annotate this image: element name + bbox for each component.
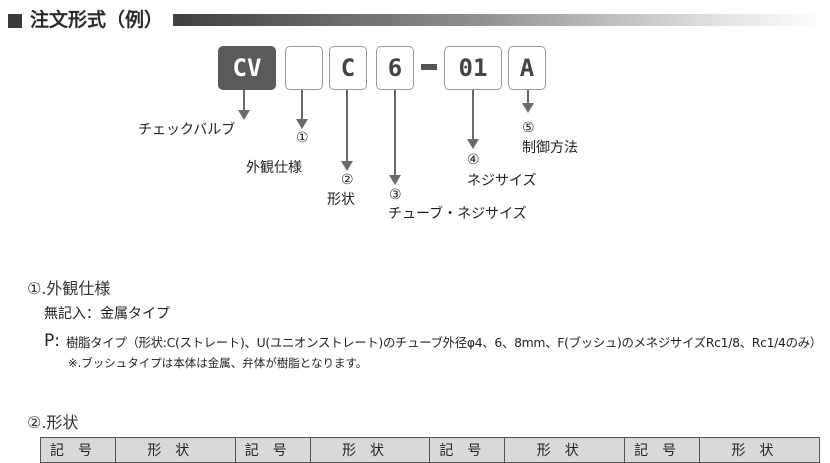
section-shape-title: ②.形状 <box>27 413 79 432</box>
table-header-code: 記号 <box>429 437 506 463</box>
label-shape: 形状 <box>327 192 355 208</box>
code-box-control: A <box>508 46 546 90</box>
table-header-shape: 形状 <box>699 437 820 463</box>
code-box-cv: CV <box>218 46 276 90</box>
table-header-code: 記号 <box>234 437 311 463</box>
label-control-method: 制御方法 <box>522 140 578 156</box>
appearance-metal-line: 無記入：金属タイプ <box>44 306 170 322</box>
label-number-4: ④ <box>467 152 480 168</box>
header-square-icon <box>8 14 22 28</box>
section-appearance-title: ①.外観仕様 <box>27 279 111 298</box>
table-header-code: 記号 <box>624 437 701 463</box>
shape-table: 記号 形状 記号 形状 記号 形状 記号 形状 <box>40 437 820 463</box>
appearance-note: ※.ブッシュタイプは本体は金属、弁体が樹脂となります。 <box>68 356 368 370</box>
table-header-shape: 形状 <box>114 437 236 463</box>
code-box-shape: C <box>329 46 367 90</box>
label-number-2: ② <box>341 172 354 188</box>
table-header-shape: 形状 <box>309 437 431 463</box>
label-thread-size: ネジサイズ <box>467 173 537 189</box>
appearance-resin-line: 樹脂タイプ（形状:C(ストレート)、U(ユニオンストレート)のチューブ外径φ4、… <box>66 335 822 350</box>
code-box-appearance <box>285 46 323 90</box>
table-header-code: 記号 <box>40 437 116 463</box>
label-number-1: ① <box>296 130 309 146</box>
label-number-3: ③ <box>389 187 402 203</box>
page-title: 注文形式（例） <box>30 9 164 31</box>
header-gradient-bar <box>173 14 821 26</box>
code-separator-dash <box>421 64 437 70</box>
table-header-row: 記号 形状 記号 形状 記号 形状 記号 形状 <box>40 437 820 463</box>
label-check-valve: チェックバルブ <box>138 122 236 138</box>
label-tube-thread: チューブ・ネジサイズ <box>388 206 527 222</box>
label-appearance: 外観仕様 <box>246 160 302 176</box>
code-box-thread: 01 <box>444 46 502 90</box>
label-number-5: ⑤ <box>522 120 535 136</box>
appearance-resin-code: P: <box>44 331 60 351</box>
table-header-shape: 形状 <box>504 437 626 463</box>
code-box-tube: 6 <box>376 46 414 90</box>
